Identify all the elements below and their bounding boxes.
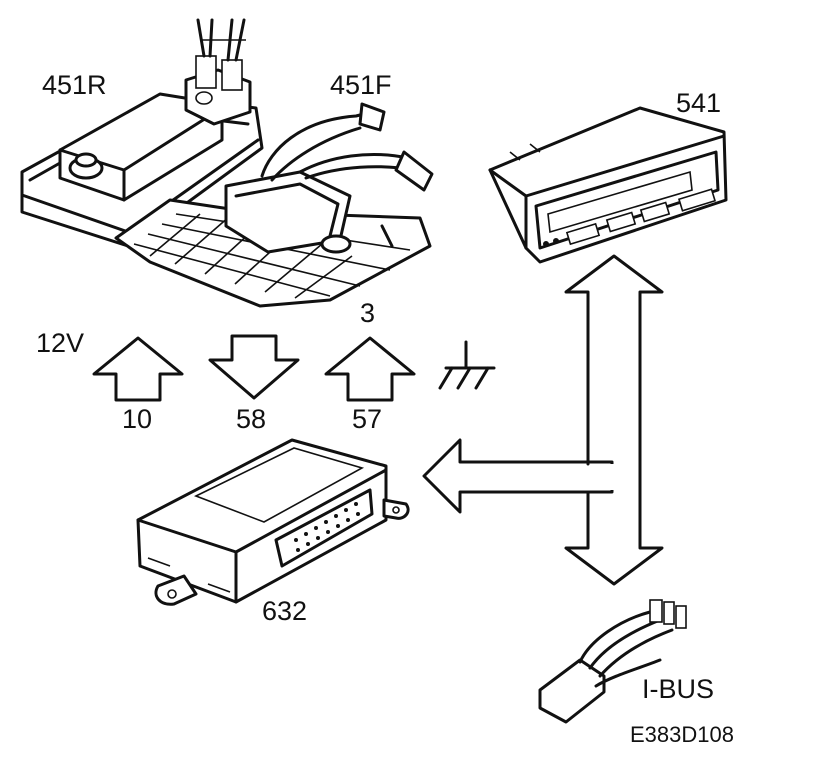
figure-code: E383D108 [630,722,734,747]
label-ibus: I-BUS [642,674,715,704]
control-module-632 [136,438,410,606]
label-451f: 451F [330,70,392,100]
label-pin-58: 58 [236,404,267,434]
label-pin-3: 3 [360,298,376,328]
ground-icon [438,340,496,390]
front-lamp-unit-451f [114,102,434,308]
display-unit-541 [488,106,728,264]
ibus-connector [538,599,687,724]
label-pin-57: 57 [352,404,383,434]
label-451r: 451R [42,70,107,100]
arrow-up-pin-57 [324,336,416,402]
label-541: 541 [676,88,722,118]
rear-lamp-unit-451r [20,18,264,248]
arrow-down-pin-58 [208,334,300,400]
label-632: 632 [262,596,308,626]
bidirectional-arrow-icon [564,254,664,586]
left-arrow-icon [422,438,614,514]
label-12v: 12V [36,328,85,358]
label-pin-10: 10 [122,404,153,434]
arrow-up-pin-10 [92,336,184,402]
